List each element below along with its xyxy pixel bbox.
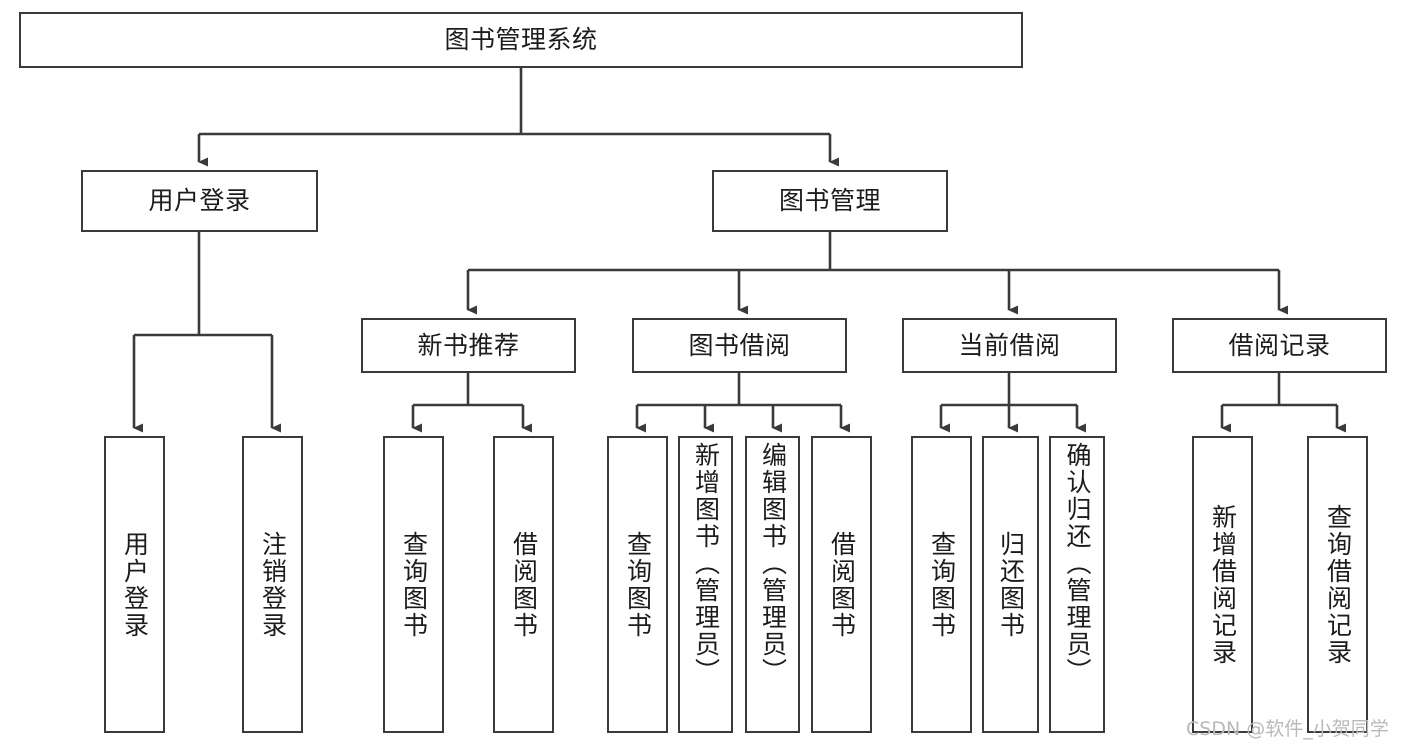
leaf-query-book-current[interactable]: 查询图书	[911, 436, 972, 733]
node-label: 图书管理	[778, 186, 881, 216]
node-label: 查询图书	[927, 530, 957, 639]
node-new-book-recommend[interactable]: 新书推荐	[361, 318, 576, 373]
node-label: 借阅图书	[827, 530, 857, 639]
node-user-login[interactable]: 用户登录	[81, 170, 318, 232]
leaf-add-book-admin[interactable]: 新增图书（管理员）	[678, 436, 733, 733]
csdn-watermark: CSDN @软件_小贺同学	[1186, 718, 1389, 740]
node-label: 用户登录	[120, 530, 150, 639]
node-label: 查询借阅记录	[1323, 503, 1353, 666]
node-root-book-management-system[interactable]: 图书管理系统	[19, 12, 1023, 68]
node-label: 查询图书	[623, 530, 653, 639]
node-label: 编辑图书（管理员）	[758, 442, 788, 685]
leaf-edit-book-admin[interactable]: 编辑图书（管理员）	[745, 436, 800, 733]
node-label: 注销登录	[258, 530, 288, 639]
leaf-query-borrow-record[interactable]: 查询借阅记录	[1307, 436, 1368, 733]
node-label: 借阅图书	[509, 530, 539, 639]
leaf-confirm-return-admin[interactable]: 确认归还（管理员）	[1049, 436, 1105, 733]
node-label: 新书推荐	[417, 330, 520, 360]
leaf-borrow-book[interactable]: 借阅图书	[811, 436, 872, 733]
leaf-user-login[interactable]: 用户登录	[104, 436, 165, 733]
node-book-borrow[interactable]: 图书借阅	[632, 318, 847, 373]
node-borrow-record[interactable]: 借阅记录	[1172, 318, 1387, 373]
leaf-query-book-recommend[interactable]: 查询图书	[383, 436, 444, 733]
leaf-logout[interactable]: 注销登录	[242, 436, 303, 733]
node-label: 图书借阅	[688, 330, 791, 360]
node-label: 查询图书	[399, 530, 429, 639]
node-book-management[interactable]: 图书管理	[712, 170, 948, 232]
node-label: 新增图书（管理员）	[691, 442, 721, 685]
node-label: 图书管理系统	[444, 25, 598, 55]
node-label: 用户登录	[148, 186, 251, 216]
node-label: 新增借阅记录	[1208, 503, 1238, 666]
leaf-return-book[interactable]: 归还图书	[982, 436, 1039, 733]
leaf-add-borrow-record[interactable]: 新增借阅记录	[1192, 436, 1253, 733]
node-label: 归还图书	[996, 530, 1026, 639]
leaf-borrow-book-recommend[interactable]: 借阅图书	[493, 436, 554, 733]
node-current-borrow[interactable]: 当前借阅	[902, 318, 1117, 373]
node-label: 当前借阅	[958, 330, 1061, 360]
node-label: 借阅记录	[1228, 330, 1331, 360]
leaf-query-book-borrow[interactable]: 查询图书	[607, 436, 668, 733]
node-label: 确认归还（管理员）	[1063, 442, 1092, 685]
